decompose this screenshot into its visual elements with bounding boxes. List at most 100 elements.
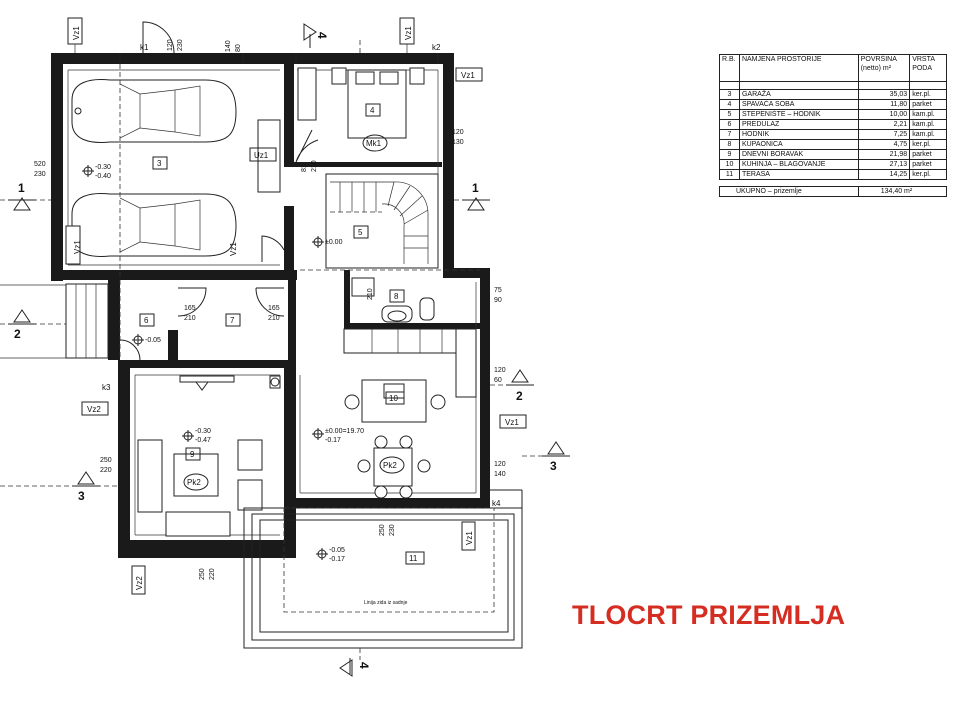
svg-text:8: 8 [394,292,399,301]
row-area: 7,25 [857,129,911,140]
room-tag-9: 9 [185,447,201,461]
row-name: KUPAONICA [738,139,859,150]
svg-text:2: 2 [516,389,523,403]
table-row: 6 PREDULAZ 2,21 kam.pl. [719,119,947,130]
room-tag-6: 6 [139,313,155,327]
room-tag-4: 4 [365,103,381,117]
row-number: 11 [719,169,740,180]
svg-text:1: 1 [18,181,25,195]
tag-pk2-living: Pk2 [183,473,209,491]
level-garage: -0.30 -0.40 [82,164,111,180]
table-row: 9 DNEVNI BORAVAK 21,98 parket [719,149,947,160]
svg-text:-0.47: -0.47 [195,437,211,444]
svg-text:-0.40: -0.40 [95,173,111,180]
section-2-left: 2 [8,309,36,341]
garage-cabinet [257,119,281,193]
bathroom-fixtures [351,277,435,323]
total-value: 134,40 m² [857,186,948,197]
svg-text:k4: k4 [492,499,501,508]
svg-text:Vz1: Vz1 [404,26,413,40]
row-number: 9 [719,149,740,160]
section-1-left: 1 [8,181,36,211]
row-floor: parket [909,99,947,110]
row-area: 14,25 [857,169,911,180]
room-tag-10: 10 [385,391,405,405]
svg-text:210: 210 [311,160,318,172]
svg-text:520: 520 [34,161,46,168]
row-area: 11,80 [857,99,911,110]
row-area: 35,03 [857,89,911,100]
table-total-row: UKUPNO – prizemlje 134,40 m² [719,186,948,197]
row-floor: ker.pl. [909,169,947,180]
svg-text:230: 230 [34,171,46,178]
col-rb: R.B. [719,54,740,82]
svg-text:230: 230 [177,39,184,51]
row-name: TERASA [738,169,859,180]
svg-text:±0.00: ±0.00 [325,239,343,246]
svg-text:90: 90 [494,297,502,304]
svg-text:Vz1: Vz1 [72,26,81,40]
terrace-note: Linija zida iz sadnje [364,600,408,606]
row-number: 3 [719,89,740,100]
window-tag-vz1-top-left: Vz1 [67,17,83,53]
window-tag-vz1-garage-left: Vz1 [73,240,82,254]
svg-text:-0.05: -0.05 [329,547,345,554]
terrace [243,489,523,649]
svg-text:81: 81 [301,164,308,172]
row-name: SPAVAĆA SOBA [738,99,859,110]
total-label: UKUPNO – prizemlje [719,186,859,197]
row-floor: ker.pl. [909,89,947,100]
section-markers: 1 1 2 2 3 3 4 [8,23,570,677]
row-area: 21,98 [857,149,911,160]
svg-text:Vz2: Vz2 [87,405,101,414]
section-4-bottom: 4 [339,658,371,677]
svg-text:3: 3 [78,489,85,503]
table-row: 5 STEPENIŠTE – HODNIK 10,00 kam.pl. [719,109,947,120]
row-name: KUHINJA – BLAGOVANJE [738,159,859,170]
svg-text:Vz1: Vz1 [465,531,474,545]
svg-text:-0.30: -0.30 [95,164,111,171]
window-tag-vz2-left: Vz2 [81,401,109,416]
svg-text:250: 250 [379,524,386,536]
svg-text:250: 250 [199,568,206,580]
staircase [325,173,439,269]
window-tag-vz1-right-top: Vz1 [455,67,483,82]
svg-text:5: 5 [358,228,363,237]
section-4-top: 4 [303,23,329,48]
row-name: STEPENIŠTE – HODNIK [738,109,859,120]
walls [51,53,490,558]
svg-text:210: 210 [268,315,280,322]
svg-text:75: 75 [494,287,502,294]
level-terrace: -0.05 -0.17 [316,547,345,563]
svg-text:1: 1 [472,181,479,195]
level-markers: -0.30 -0.40 ±0.00 -0.05 -0.30 -0.47 ±0.0… [82,164,364,563]
living-furniture [137,375,281,537]
svg-text:210: 210 [184,315,196,322]
svg-text:3: 3 [550,459,557,473]
svg-text:140: 140 [494,471,506,478]
section-3-left: 3 [72,471,100,503]
row-floor: parket [909,159,947,170]
svg-text:4: 4 [315,32,329,39]
table-header-row: R.B. NAMJENA PROSTORIJE POVRŠINA (netto)… [719,54,947,82]
svg-text:Vz1: Vz1 [73,240,82,254]
level-living: -0.30 -0.47 [182,428,211,444]
row-area: 10,00 [857,109,911,120]
svg-text:-0.30: -0.30 [195,428,211,435]
row-name: DNEVNI BORAVAK [738,149,859,160]
svg-text:6: 6 [144,316,149,325]
row-number: 6 [719,119,740,130]
svg-text:-0.17: -0.17 [325,437,341,444]
svg-text:165: 165 [268,305,280,312]
row-floor: parket [909,149,947,160]
svg-text:9: 9 [190,450,195,459]
svg-text:-0.17: -0.17 [329,556,345,563]
row-number: 5 [719,109,740,120]
row-area: 27,13 [857,159,911,170]
svg-text:Uz1: Uz1 [254,151,269,160]
svg-text:±0.00=19.70: ±0.00=19.70 [325,428,364,435]
svg-text:k1: k1 [140,43,149,52]
svg-text:230: 230 [389,524,396,536]
row-name: PREDULAZ [738,119,859,130]
row-number: 8 [719,139,740,150]
